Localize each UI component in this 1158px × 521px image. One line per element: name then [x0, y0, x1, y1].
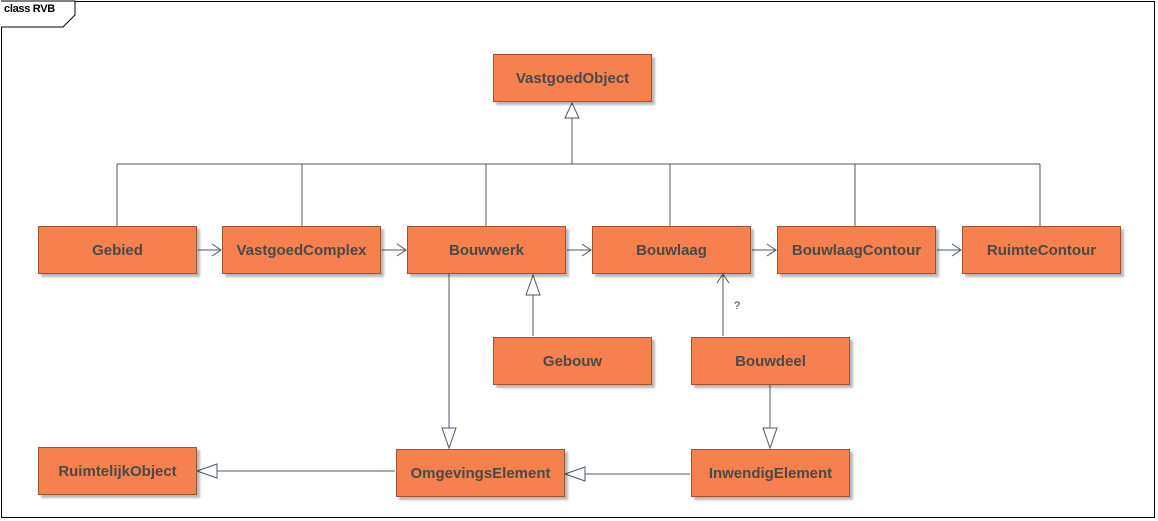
arrowhead-open	[396, 243, 407, 257]
generalization-arrowhead	[563, 466, 586, 482]
generalization-arrowhead	[564, 101, 580, 119]
arrowhead-open	[211, 243, 222, 257]
generalization-arrowhead	[762, 427, 778, 450]
arrowhead-open	[581, 243, 592, 257]
generalization-arrowhead	[195, 463, 218, 479]
arrowhead-open	[766, 243, 777, 257]
class-bouwdeel[interactable]: Bouwdeel	[691, 337, 850, 385]
class-vastgoedcomplex[interactable]: VastgoedComplex	[222, 226, 381, 274]
class-vastgoedobject[interactable]: VastgoedObject	[493, 54, 652, 102]
class-ruimtecontour[interactable]: RuimteContour	[962, 226, 1121, 274]
frame-label-tab	[1, 0, 76, 28]
class-gebouw[interactable]: Gebouw	[493, 337, 652, 385]
bouwdeel-bouwlaag-multiplicity: ?	[734, 300, 741, 312]
class-omgevingselement[interactable]: OmgevingsElement	[396, 449, 565, 497]
arrowhead-open	[716, 273, 730, 284]
arrowhead-open	[951, 243, 962, 257]
class-bouwwerk[interactable]: Bouwwerk	[407, 226, 566, 274]
class-inwendigelement[interactable]: InwendigElement	[691, 449, 850, 497]
class-bouwlaagcontour[interactable]: BouwlaagContour	[777, 226, 936, 274]
frame-label: class RVB	[4, 3, 55, 15]
generalization-arrowhead	[441, 427, 457, 450]
class-bouwlaag[interactable]: Bouwlaag	[592, 226, 751, 274]
class-ruimtelijkobject[interactable]: RuimtelijkObject	[38, 447, 197, 495]
generalization-arrowhead	[525, 273, 541, 296]
class-gebied[interactable]: Gebied	[38, 226, 197, 274]
